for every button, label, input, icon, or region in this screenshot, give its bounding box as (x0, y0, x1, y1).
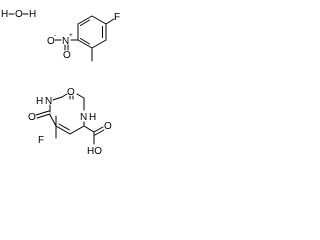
water-oxygen: O (15, 9, 23, 20)
cooh-carbonyl-oxygen: O (104, 121, 112, 132)
c6-c5-bond (49, 114, 57, 127)
aryl-fluorine-label: F (114, 12, 120, 23)
c6-o-double-bond-a (35, 110, 50, 116)
ring-n3-hydrogen: H (89, 112, 96, 123)
nitro-oxygen-charge: - (54, 32, 56, 39)
cooh-c-o-double-a (93, 126, 104, 133)
fluoro-nitrotoluene-molecule: F N + O - O (47, 12, 120, 62)
cooh-hydroxyl: HO (87, 146, 102, 157)
pyrimidine-ring (55, 93, 85, 135)
nitro-oxygen-double: O (63, 50, 71, 61)
fluoroorotic-acid-molecule: H N O N H O F O HO (28, 87, 112, 157)
ring-c6-oxygen: O (28, 112, 36, 123)
water-molecule: H O H (1, 9, 36, 20)
water-hydrogen-right: H (29, 9, 36, 20)
benzene-ring (77, 15, 107, 49)
n1-c2-bond (52, 96, 63, 101)
ring-n1-hydrogen: H (36, 96, 43, 107)
water-hydrogen-left: H (1, 9, 8, 20)
ring-n3-nitrogen: N (80, 112, 87, 123)
ring-c2-oxygen: O (67, 87, 75, 98)
ring-n1-nitrogen: N (45, 96, 52, 107)
ring-cooh-bond (83, 125, 95, 133)
nitro-oxygen-minus: O (47, 36, 55, 47)
nitro-nitrogen-charge: + (69, 32, 73, 39)
chemical-structure-drawing: H O H F N + O - O (1, 9, 120, 157)
c5-fluorine-label: F (38, 135, 44, 146)
cooh-c-o-double-b (94, 129, 105, 136)
aryl-fluorine-bond (105, 18, 115, 25)
c6-o-double-bond-b (36, 113, 51, 119)
nitro-nitrogen: N (62, 36, 69, 47)
